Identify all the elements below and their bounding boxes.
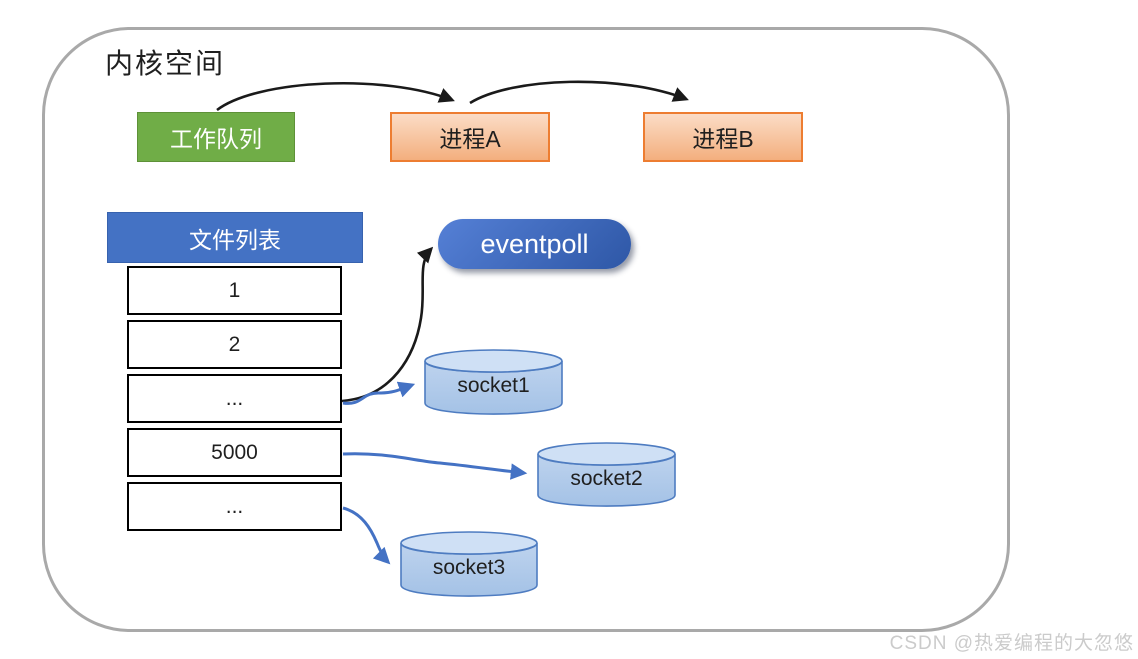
socket1-cylinder — [424, 349, 563, 415]
file-list-row: 2 — [127, 320, 342, 369]
file-list-header: 文件列表 — [107, 212, 363, 263]
process-a-box: 进程A — [390, 112, 550, 162]
process-a-label: 进程A — [439, 126, 501, 152]
arrow-filelist-to-socket2 — [342, 452, 528, 480]
arrow-processA-to-processB — [469, 80, 689, 105]
work-queue-label: 工作队列 — [170, 126, 262, 152]
process-b-box: 进程B — [643, 112, 803, 162]
csdn-watermark: CSDN @热爱编程的大忽悠 — [889, 633, 1134, 654]
kernel-space-title: 内核空间 — [105, 48, 226, 79]
work-queue-box: 工作队列 — [137, 112, 295, 162]
socket1-label: socket1 — [457, 374, 530, 397]
socket2-cylinder — [537, 442, 676, 507]
process-b-label: 进程B — [692, 126, 754, 152]
kernel-space-frame — [42, 27, 1010, 632]
socket3-label: socket3 — [432, 556, 506, 579]
socket3-cylinder — [400, 531, 538, 597]
arrow-workqueue-to-processA — [216, 81, 455, 112]
arrow-filelist-to-socket1 — [342, 381, 416, 405]
eventpoll-node: eventpoll — [438, 219, 631, 269]
eventpoll-label: eventpoll — [480, 228, 589, 259]
file-list-row: ... — [127, 482, 342, 531]
arrow-filelist-to-socket3 — [342, 506, 391, 565]
arrow-filelist-to-eventpoll — [341, 246, 434, 403]
file-list-row: 1 — [127, 266, 342, 315]
file-list-row: ... — [127, 374, 342, 423]
file-list-row: 5000 — [127, 428, 342, 477]
socket2-label: socket2 — [570, 467, 643, 490]
